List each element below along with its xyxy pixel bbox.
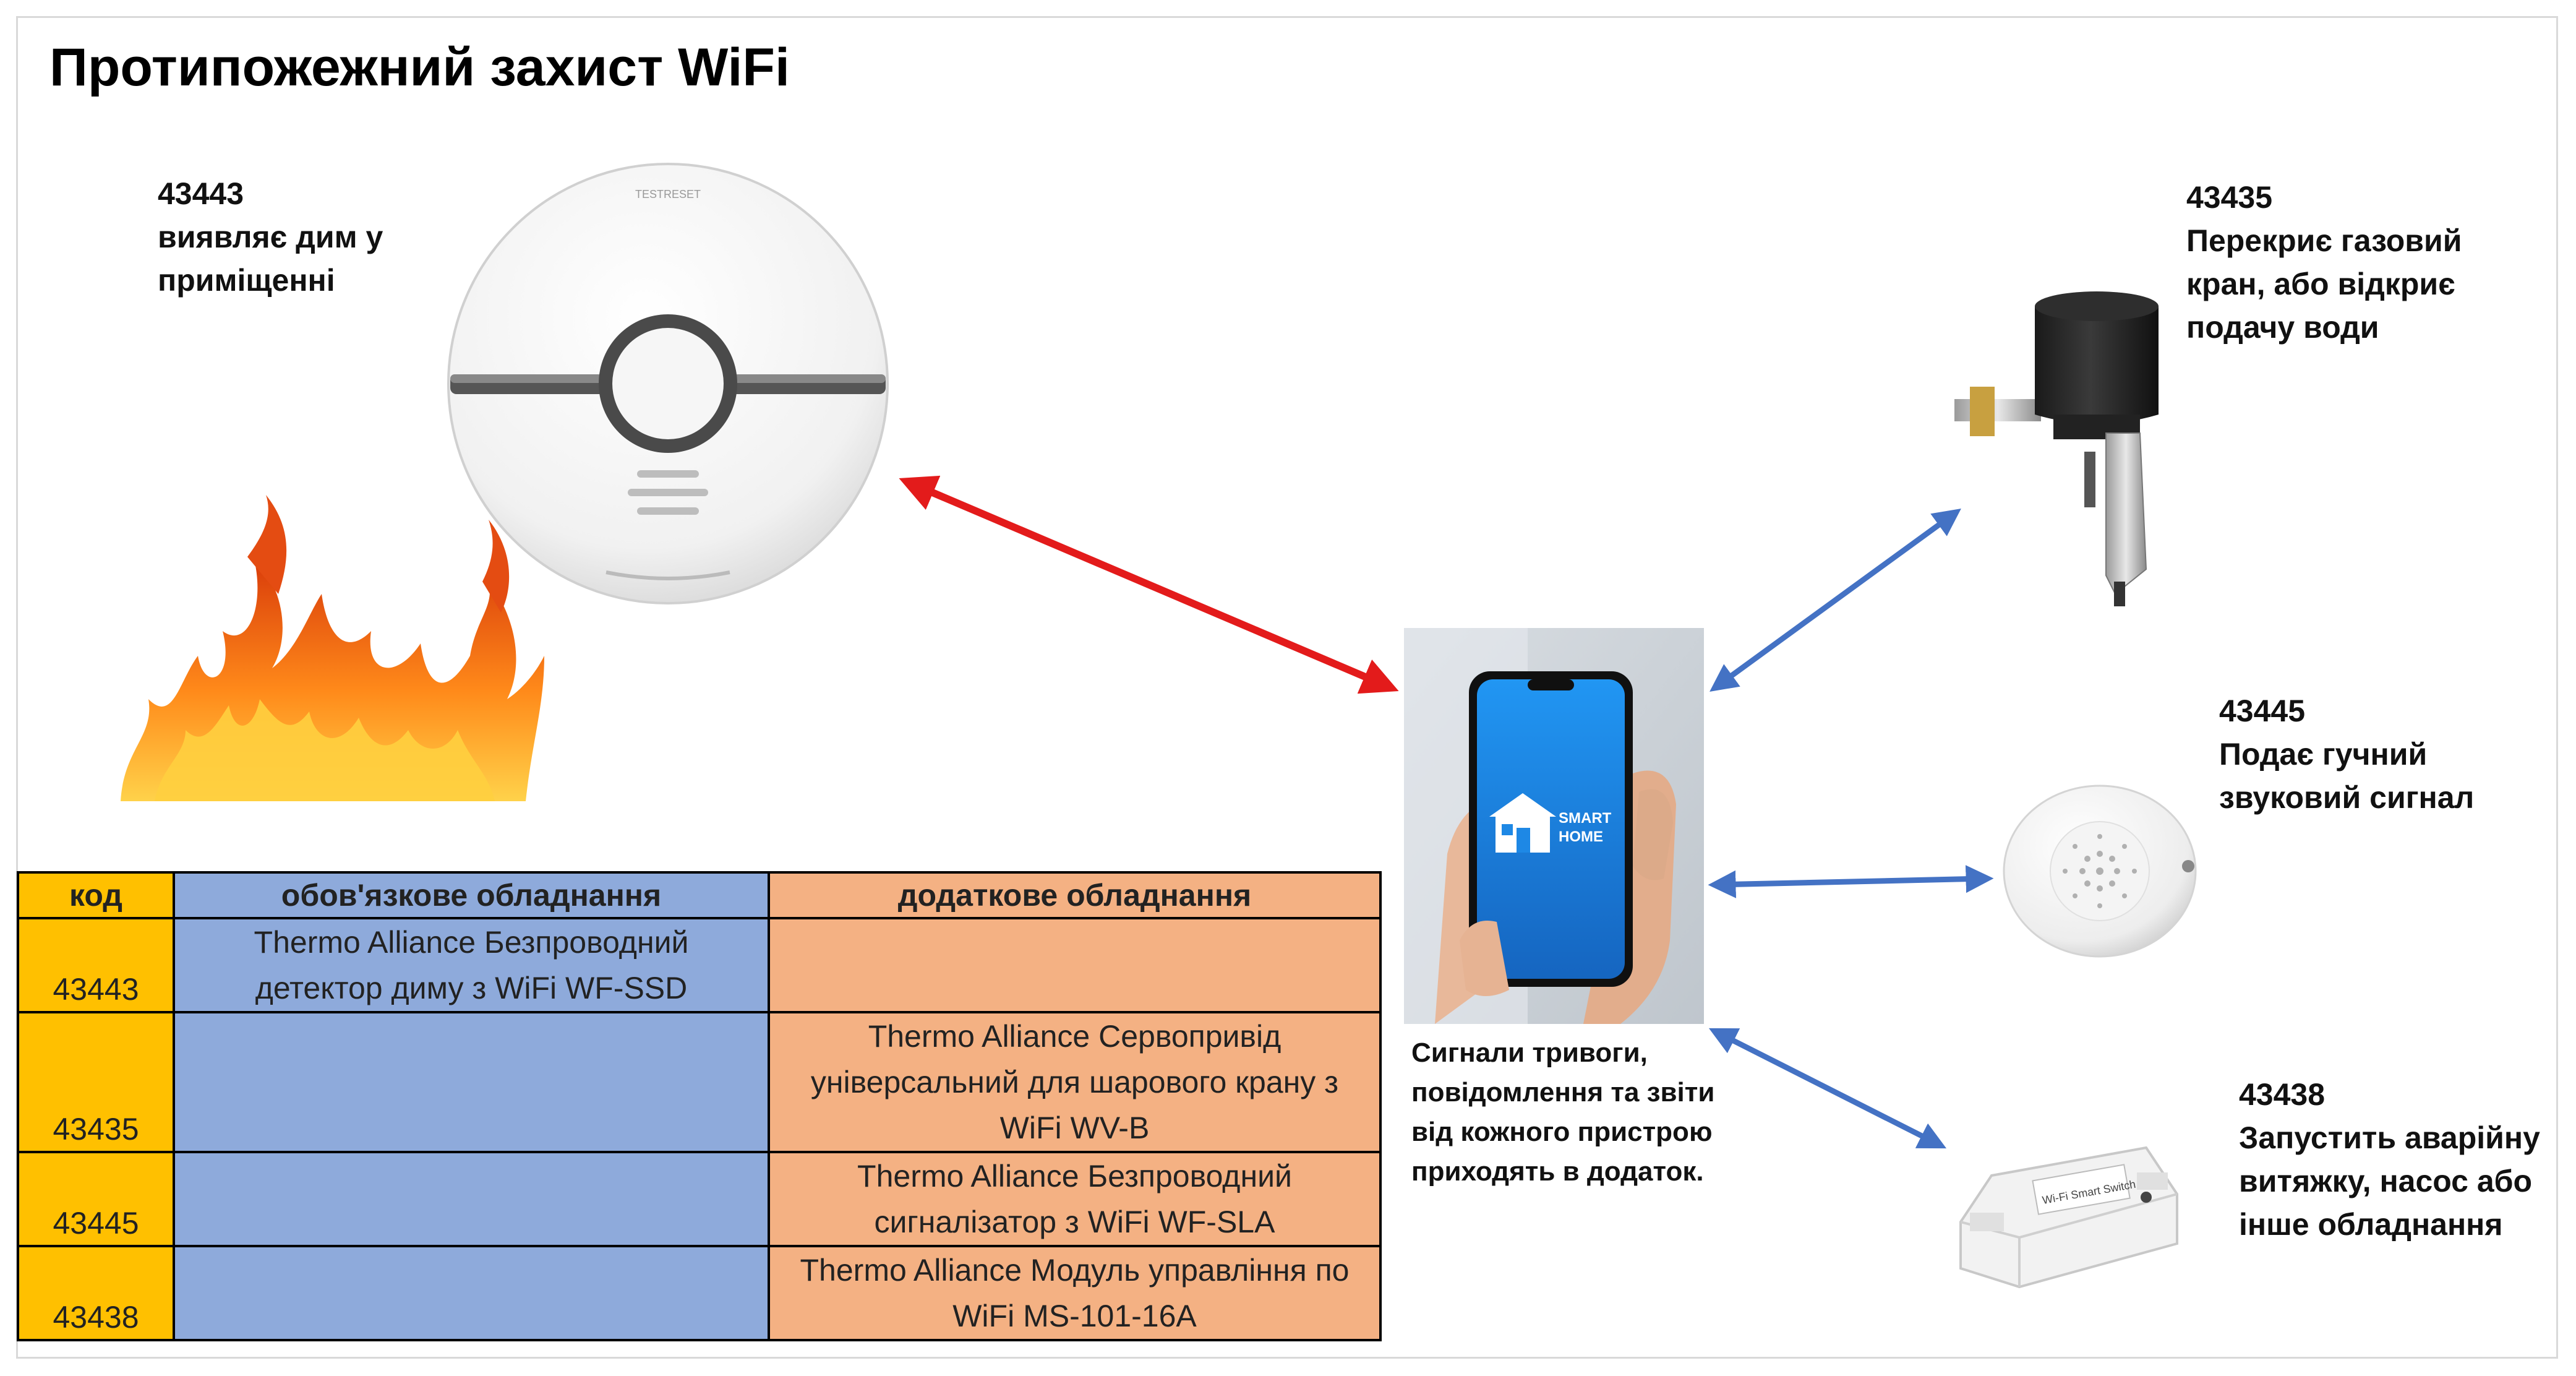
- valve-label: 43435 Перекриє газовий кран, або відкриє…: [2186, 176, 2462, 349]
- row-required: Thermo Alliance Безпроводний детектор ди…: [173, 917, 770, 1013]
- switch-desc-line: витяжку, насос або: [2239, 1164, 2533, 1198]
- row-required: [173, 1245, 770, 1341]
- row-required: [173, 1151, 770, 1247]
- row-required: [173, 1011, 770, 1153]
- valve-desc-line: подачу води: [2186, 310, 2379, 345]
- table-header-row: код обов'язкове обладнання додаткове обл…: [17, 871, 1382, 919]
- row-optional-line: WiFi WV-B: [999, 1111, 1150, 1145]
- gas-valve-image: [1954, 291, 2159, 606]
- row-optional-line: сигналізатор з WiFi WF-SLA: [874, 1205, 1275, 1239]
- table-row: 43438 Thermo Alliance Модуль управління …: [17, 1245, 1382, 1341]
- row-code: 43435: [17, 1011, 175, 1153]
- header-optional: додаткове обладнання: [768, 871, 1382, 919]
- siren-desc-line: Подає гучний: [2219, 737, 2428, 772]
- switch-code: 43438: [2239, 1077, 2326, 1112]
- row-code: 43445: [17, 1151, 175, 1247]
- row-optional: Thermo Alliance Сервопривід універсальни…: [768, 1011, 1382, 1153]
- row-optional-line: Thermo Alliance Безпроводний: [857, 1159, 1292, 1193]
- phone-caption-line: від кожного пристрою: [1411, 1117, 1713, 1147]
- row-optional: Thermo Alliance Безпроводний сигналізато…: [768, 1151, 1382, 1247]
- siren-desc-line: звуковий сигнал: [2219, 780, 2475, 815]
- siren-code: 43445: [2219, 694, 2306, 728]
- phone-caption-line: приходять в додаток.: [1411, 1156, 1704, 1187]
- app-label-line2: HOME: [1559, 828, 1603, 845]
- siren-image: [2003, 785, 2197, 958]
- row-optional-line: WiFi MS-101-16A: [952, 1299, 1197, 1333]
- phone-to-switch-arrow: [1708, 1028, 1947, 1149]
- table-row: 43443 Thermo Alliance Безпроводний детек…: [17, 917, 1382, 1013]
- phone-caption-line: Сигнали тривоги,: [1411, 1038, 1648, 1068]
- row-optional-line: Thermo Alliance Модуль управління по: [800, 1253, 1350, 1288]
- smoke-detector-code: 43443: [158, 176, 244, 211]
- valve-desc-line: кран, або відкриє: [2186, 267, 2455, 301]
- phone-caption-line: повідомлення та звіти: [1411, 1077, 1715, 1107]
- valve-desc-line: Перекриє газовий: [2186, 223, 2462, 258]
- page-title: Протипожежний захист WiFi: [49, 38, 790, 97]
- row-optional-line: Thermo Alliance Сервопривід: [868, 1019, 1282, 1054]
- smart-switch-image: Wi-Fi Smart Switch: [1959, 1146, 2178, 1289]
- fire-image: [121, 495, 544, 801]
- smoke-to-phone-arrow: [899, 475, 1399, 694]
- switch-desc-line: інше обладнання: [2239, 1207, 2503, 1242]
- app-label-line1: SMART: [1559, 810, 1612, 827]
- switch-desc-line: Запустить аварійну: [2239, 1120, 2540, 1155]
- row-required-line: Thermo Alliance Безпроводний: [254, 925, 689, 960]
- phone-to-siren-arrow: [1708, 865, 1994, 898]
- row-code: 43438: [17, 1245, 175, 1341]
- phone-to-valve-arrow: [1709, 509, 1961, 692]
- home-icon: [1489, 793, 1556, 853]
- svg-text:TESTRESET: TESTRESET: [635, 188, 701, 200]
- valve-code: 43435: [2186, 180, 2273, 215]
- smoke-detector-desc-line: приміщенні: [158, 263, 335, 298]
- table-row: 43435 Thermo Alliance Сервопривід універ…: [17, 1011, 1382, 1153]
- smoke-detector-image: TESTRESET: [447, 163, 889, 604]
- diagram-frame: [16, 16, 2558, 1359]
- row-code: 43443: [17, 917, 175, 1013]
- phone-caption: Сигнали тривоги, повідомлення та звіти в…: [1411, 1033, 1714, 1192]
- smartphone-image: SMART HOME: [1404, 628, 1704, 1024]
- row-optional-line: універсальний для шарового крану з: [810, 1065, 1339, 1099]
- switch-label: 43438 Запустить аварійну витяжку, насос …: [2239, 1073, 2540, 1246]
- smoke-detector-label: 43443 виявляє дим у приміщенні: [158, 172, 383, 302]
- header-required: обов'язкове обладнання: [173, 871, 770, 919]
- row-optional: Thermo Alliance Модуль управління по WiF…: [768, 1245, 1382, 1341]
- table-row: 43445 Thermo Alliance Безпроводний сигна…: [17, 1151, 1382, 1247]
- siren-label: 43445 Подає гучний звуковий сигнал: [2219, 689, 2474, 819]
- header-code: код: [17, 871, 175, 919]
- smoke-detector-desc-line: виявляє дим у: [158, 220, 383, 254]
- row-required-line: детектор диму з WiFi WF-SSD: [255, 971, 688, 1005]
- row-optional: [768, 917, 1382, 1013]
- equipment-table: код обов'язкове обладнання додаткове обл…: [17, 871, 1382, 1341]
